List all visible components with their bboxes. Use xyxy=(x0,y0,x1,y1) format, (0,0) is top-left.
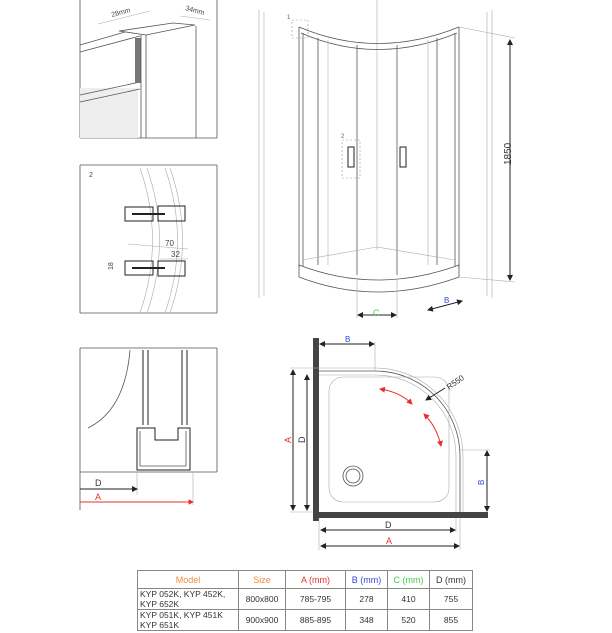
cell-c: 520 xyxy=(387,609,430,631)
detail-roller-panel: 2 70 32 18 xyxy=(79,164,218,314)
table-header-row: Model Size A (mm) B (mm) C (mm) D (mm) xyxy=(137,570,473,589)
label-b: B xyxy=(444,296,449,305)
cell-c: 410 xyxy=(387,588,430,610)
callout-2: 2 xyxy=(341,134,345,140)
cell-model: KYP 051K, KYP 451K KYP 651K xyxy=(137,609,239,631)
table-row: KYP 051K, KYP 451K KYP 651K 900x900 885-… xyxy=(137,609,473,631)
header-a: A (mm) xyxy=(285,570,346,589)
dimension-70: 70 xyxy=(165,239,174,248)
cell-size: 900x900 xyxy=(238,609,286,631)
label-c: C xyxy=(373,308,380,318)
label-d: D xyxy=(95,478,102,488)
table-row: KYP 052K, KYP 452K, KYP 652K 800x800 785… xyxy=(137,588,473,610)
detail-number: 2 xyxy=(89,172,93,179)
radius-label: R550 xyxy=(445,373,466,392)
header-d: D (mm) xyxy=(429,570,473,589)
header-b: B (mm) xyxy=(345,570,388,589)
label-b-right: B xyxy=(477,480,486,485)
label-a-bottom: A xyxy=(386,536,392,546)
depth-dimension-label: 34mm xyxy=(184,5,205,17)
label-d-left: D xyxy=(297,436,307,443)
header-model: Model xyxy=(137,570,239,589)
callout-1: 1 xyxy=(287,15,291,21)
cell-size: 800x800 xyxy=(238,588,286,610)
label-b-top: B xyxy=(345,335,350,344)
header-c: C (mm) xyxy=(387,570,430,589)
cell-d: 855 xyxy=(429,609,473,631)
cell-a: 785-795 xyxy=(285,588,346,610)
cell-a: 885-895 xyxy=(285,609,346,631)
height-label: 1850 xyxy=(503,142,514,165)
label-a-left: A xyxy=(283,437,293,443)
elevation-view: 1 2 1850 C B xyxy=(258,0,516,318)
cell-b: 348 xyxy=(345,609,388,631)
dimensions-table: Model Size A (mm) B (mm) C (mm) D (mm) K… xyxy=(137,570,473,631)
cell-d: 755 xyxy=(429,588,473,610)
label-d-bottom: D xyxy=(385,520,392,530)
cell-model: KYP 052K, KYP 452K, KYP 652K xyxy=(137,588,239,610)
label-a: A xyxy=(95,492,101,502)
plan-view: R550 B B A D D A xyxy=(283,335,490,550)
header-size: Size xyxy=(238,570,286,589)
dimension-32: 32 xyxy=(171,250,180,259)
cell-b: 278 xyxy=(345,588,388,610)
dimension-18: 18 xyxy=(108,262,115,270)
detail-profile-panel: 28mm 34mm xyxy=(79,0,218,139)
detail-tray-section-panel: D A xyxy=(79,347,218,510)
width-dimension-label: 28mm xyxy=(111,7,132,19)
